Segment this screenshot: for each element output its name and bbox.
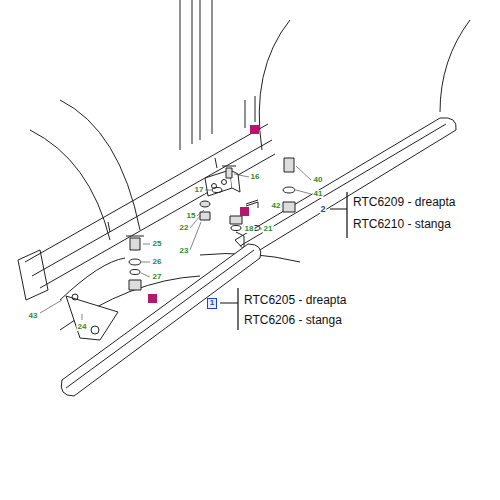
callout-number: 26 — [152, 258, 163, 266]
bracket-hole — [222, 180, 227, 185]
nut — [230, 216, 242, 224]
channel-end — [18, 250, 48, 300]
reference-number: 2 — [319, 205, 326, 214]
door-frame — [245, 96, 255, 128]
callout-number: 23 — [179, 247, 190, 255]
washer — [130, 270, 140, 275]
washer — [212, 188, 222, 193]
part-bracket — [330, 192, 347, 238]
callout-number: 24 — [77, 323, 88, 331]
reference-number: 1 — [210, 299, 214, 307]
lower-sill — [61, 244, 261, 396]
bolt — [284, 158, 294, 172]
body-curve — [440, 20, 470, 112]
body-curve — [60, 100, 140, 230]
part-number: RTC6205 - dreapta — [243, 294, 348, 306]
washer — [129, 259, 141, 265]
callout-number: 41 — [313, 190, 324, 198]
callout-number: 43 — [28, 312, 39, 320]
callout-number: 15 — [186, 212, 197, 220]
upper-sill — [235, 118, 456, 256]
washer — [231, 226, 241, 231]
callout-number: 18 — [244, 225, 255, 233]
nut — [200, 212, 210, 220]
bolt — [126, 236, 144, 250]
part-number: RTC6210 - stanga — [352, 218, 452, 230]
callout-number: 42 — [271, 202, 282, 210]
nut — [129, 280, 141, 290]
bolt — [246, 200, 258, 208]
body-curve — [30, 130, 110, 240]
bracket-hole — [91, 326, 99, 334]
washer — [283, 187, 295, 193]
callout-number: 25 — [152, 240, 163, 248]
spacer — [200, 201, 210, 207]
callout-number: 16 — [250, 173, 261, 181]
mounting-bracket — [66, 296, 118, 340]
part-number: RTC6209 - dreapta — [352, 196, 457, 208]
channel-joint — [108, 158, 217, 232]
body-curve — [259, 20, 290, 150]
lower-sill-ridge — [66, 250, 254, 388]
highlight-marker — [240, 207, 249, 216]
callout-number: 21 — [263, 225, 274, 233]
bolt — [222, 166, 236, 178]
callout-number: 40 — [313, 176, 324, 184]
part-bracket — [220, 288, 238, 330]
part-number: RTC6206 - stanga — [243, 314, 343, 326]
door-frame — [180, 0, 212, 150]
callout-number: 27 — [152, 273, 163, 281]
nut — [283, 202, 295, 212]
bracket-hole — [72, 294, 78, 300]
highlight-marker — [148, 294, 157, 303]
highlight-marker — [250, 125, 259, 134]
callout-number: 17 — [194, 186, 205, 194]
reference-box: 1 — [207, 298, 217, 309]
body-curve — [60, 258, 125, 300]
callout-number: 22 — [179, 224, 190, 232]
